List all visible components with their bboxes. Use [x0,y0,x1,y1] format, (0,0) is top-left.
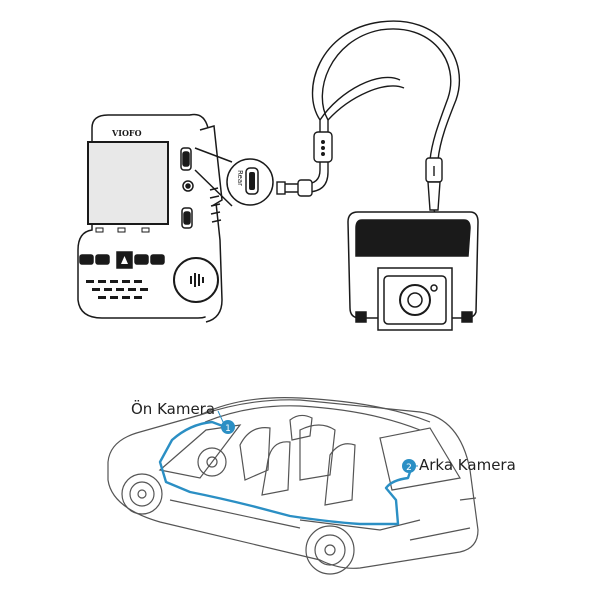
rear-camera-cable [276,20,461,217]
screen [87,141,169,225]
front-camera-label: Ön Kamera [131,400,216,418]
rear-port-zoom [194,147,274,207]
rear-camera [347,211,479,331]
badge-2: 2 [402,459,416,473]
car-outline [107,397,479,575]
badge-1-number: 1 [225,424,231,434]
badge-1: 1 [221,420,235,434]
cable-route [158,420,414,526]
rear-port-label: Rear [236,170,244,186]
brand-logo: VIOFO [111,128,142,138]
front-dashcam [77,113,223,323]
front-leader-line [217,410,225,425]
badge-2-number: 2 [406,463,412,473]
rear-camera-label: Arka Kamera [419,456,516,474]
